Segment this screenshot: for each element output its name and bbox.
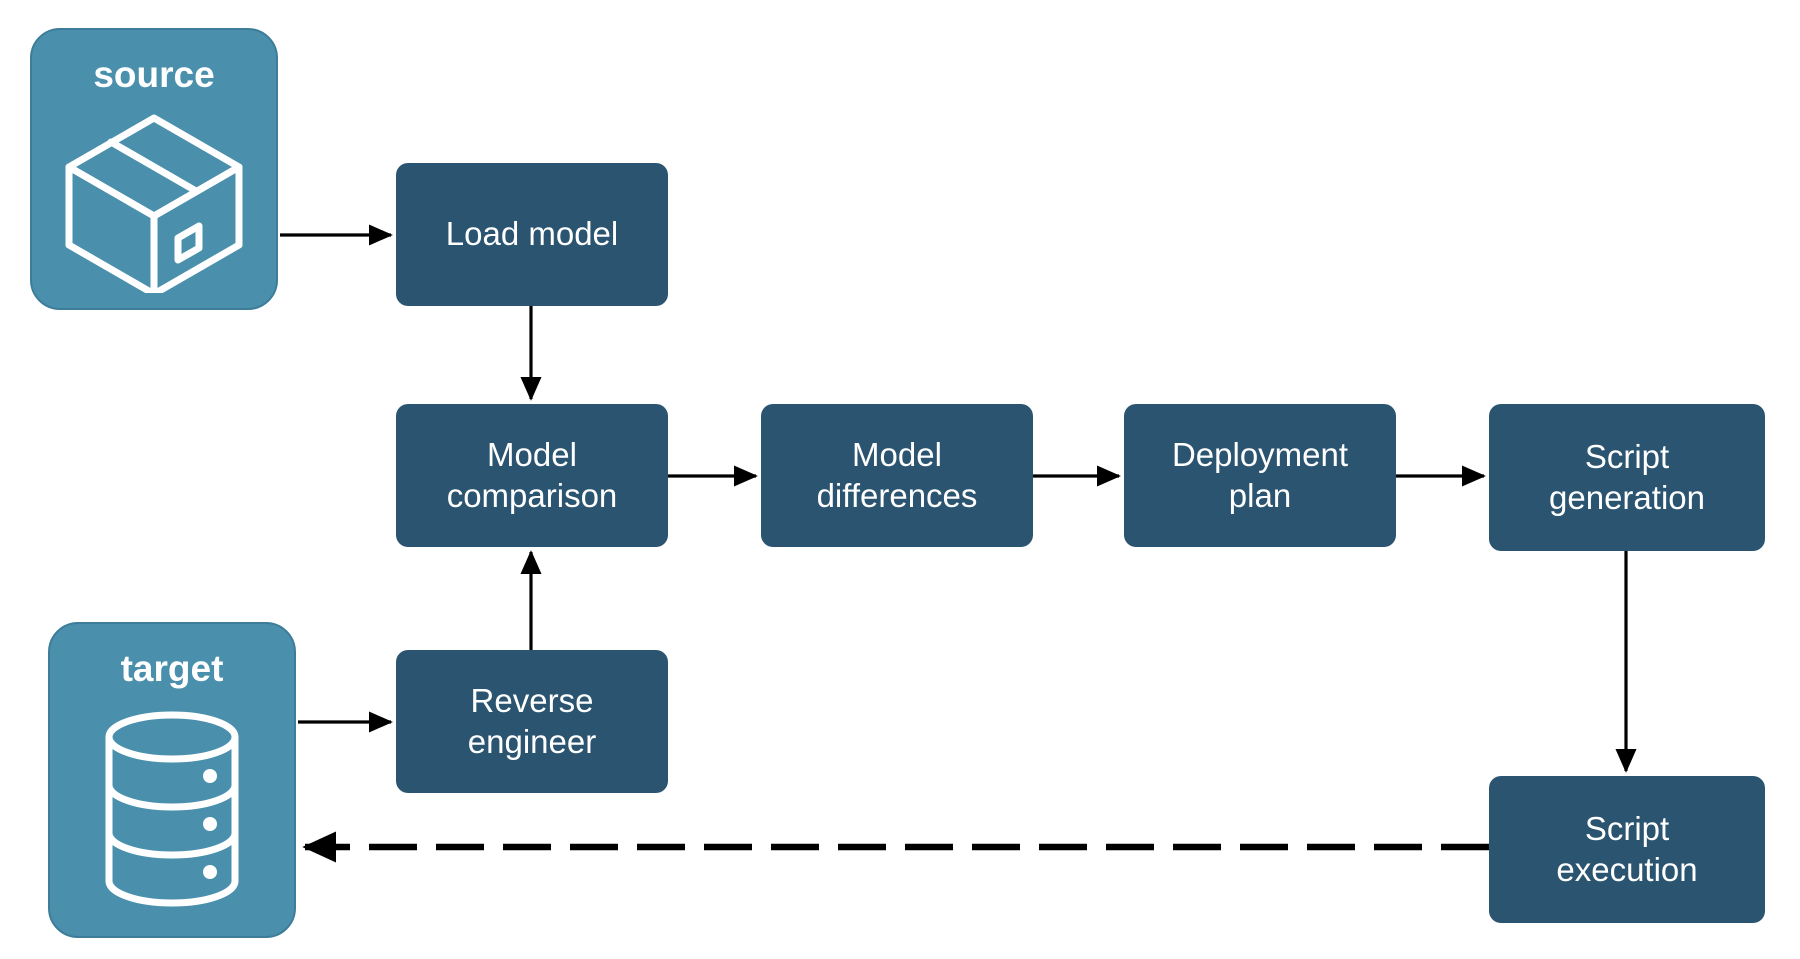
node-reverse-engineer[interactable]: Reverse engineer <box>396 650 668 793</box>
endpoint-target[interactable]: target <box>48 622 296 938</box>
node-script-generation[interactable]: Script generation <box>1489 404 1765 551</box>
node-load-model[interactable]: Load model <box>396 163 668 306</box>
node-load-model-line-0: Load model <box>445 215 619 253</box>
node-model-differences-line-1: differences <box>816 476 978 514</box>
node-script-execution[interactable]: Script execution <box>1489 776 1765 923</box>
node-deployment-plan-line-0: Deployment <box>1171 436 1349 474</box>
node-model-differences-line-0: Model <box>852 436 942 474</box>
node-model-comparison[interactable]: Model comparison <box>396 404 668 547</box>
node-script-execution-line-1: execution <box>1556 850 1698 888</box>
node-script-execution-line-0: Script <box>1584 810 1670 848</box>
node-model-comparison-line-1: comparison <box>446 476 618 514</box>
node-reverse-engineer-line-1: engineer <box>467 722 597 760</box>
endpoint-target-label: target <box>120 648 224 689</box>
node-model-differences[interactable]: Model differences <box>761 404 1033 547</box>
node-reverse-engineer-line-0: Reverse <box>470 682 594 720</box>
endpoint-source-label: source <box>93 54 215 95</box>
node-script-generation-line-0: Script <box>1584 438 1670 476</box>
node-deployment-plan[interactable]: Deployment plan <box>1124 404 1396 547</box>
database-cylinder-icon <box>50 687 294 936</box>
endpoint-source[interactable]: source <box>30 28 278 310</box>
node-model-comparison-line-0: Model <box>487 436 577 474</box>
node-deployment-plan-line-1: plan <box>1228 476 1292 514</box>
package-box-icon <box>32 93 276 308</box>
node-script-generation-line-1: generation <box>1549 478 1705 516</box>
